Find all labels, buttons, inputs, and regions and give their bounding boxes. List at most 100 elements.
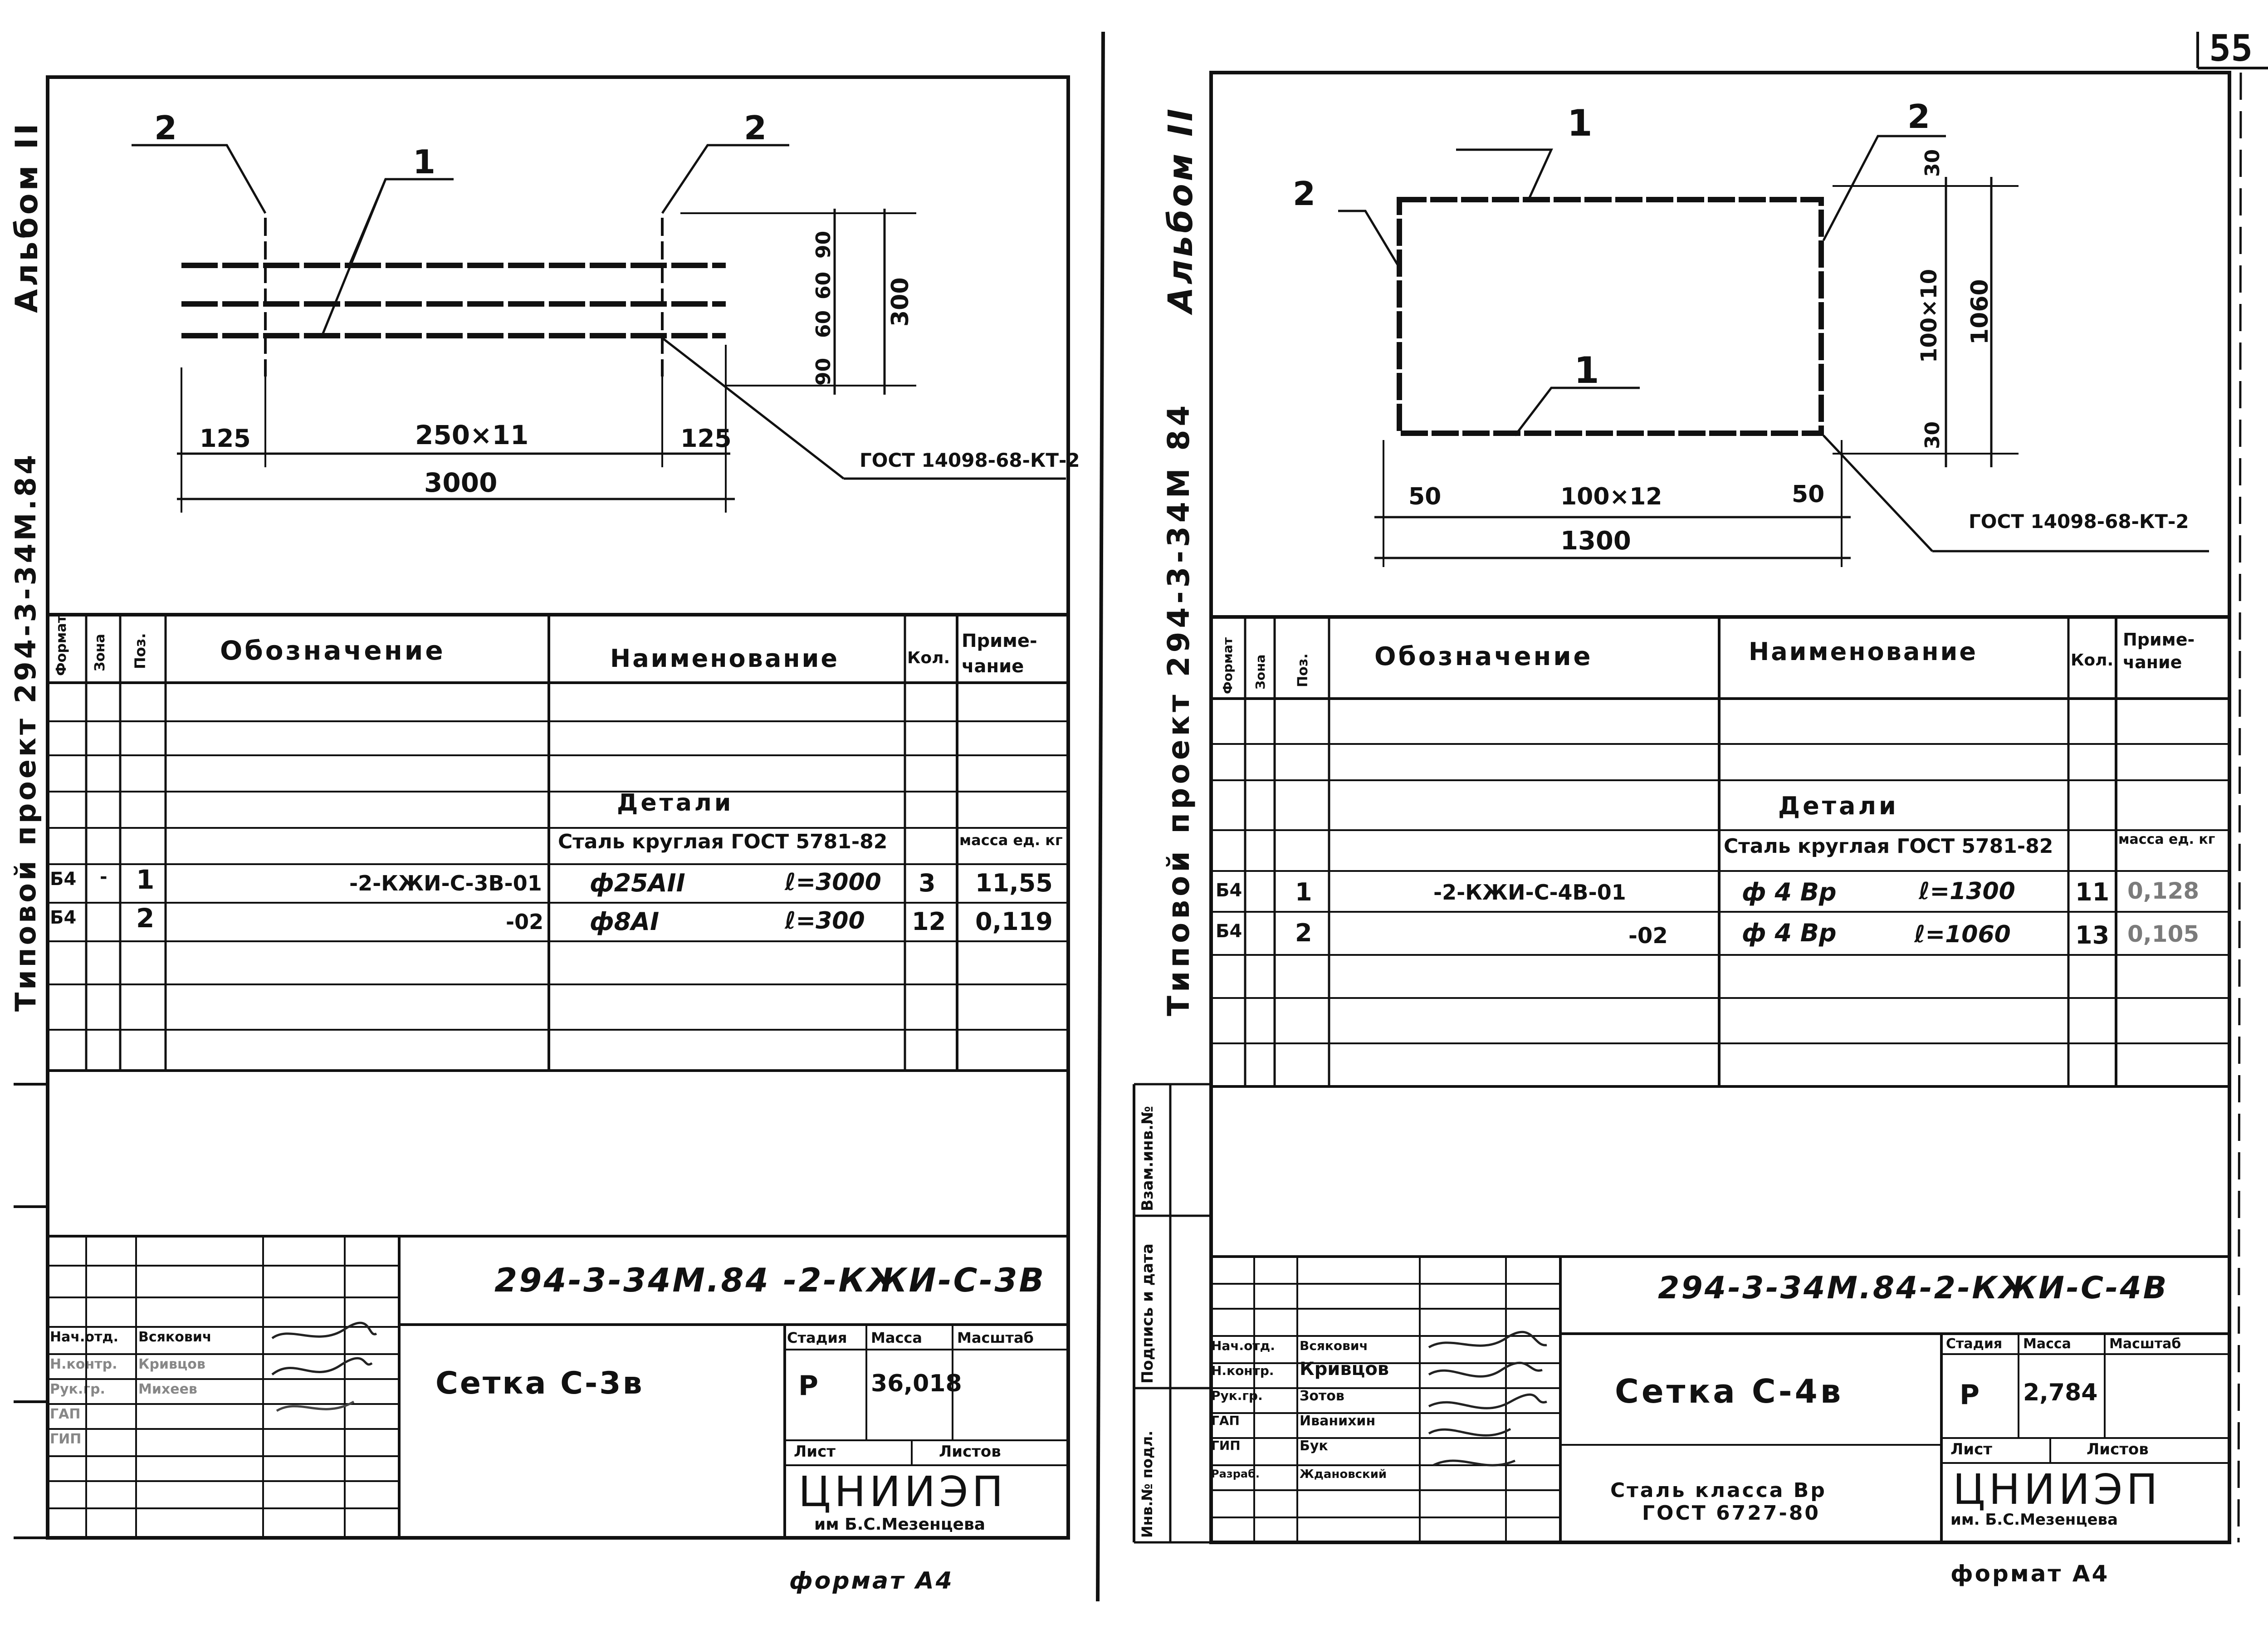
right-signatures [1428,1331,1547,1467]
right-drawing-code: 294-3-34М.84-2-КЖИ-С-4В [1658,1270,2169,1306]
right-row2-qty: 13 [2075,921,2110,949]
right-col-qty: Кол. [2071,651,2114,670]
right-section-details: Детали [1778,792,1899,820]
right-format: формат А4 [1950,1561,2110,1587]
left-role-5: ГИП [50,1431,82,1447]
left-name-2: Кривцов [138,1356,205,1372]
right-col-format: Формат [1220,637,1235,694]
left-mass-label: Масса [871,1329,922,1346]
left-sheets-label: Листов [939,1443,1001,1461]
left-row1-len: ℓ=3000 [785,869,881,896]
left-callout-2b: 2 [744,109,767,147]
left-callout-1: 1 [413,143,436,181]
left-role-3: Рук.гр. [50,1381,105,1397]
left-row1-name: ф25АII [590,869,685,897]
right-role-4: ГАП [1211,1413,1240,1428]
right-project-label: Типовой проект 294-3-34М 84 [1161,401,1196,1016]
left-dim-3000: 3000 [424,467,498,498]
left-drawing-code: 294-3-34М.84 -2-КЖИ-С-3В [494,1261,1046,1299]
left-dim-125b: 125 [680,424,732,453]
left-row2-fmt: Б4 [50,907,77,928]
left-name-3: Михеев [138,1381,197,1397]
right-row1-qty: 11 [2075,878,2110,906]
left-row2-des: -02 [506,910,544,934]
left-row1-qty: 3 [919,869,936,897]
right-dim-100x12: 100×12 [1560,483,1662,510]
left-stage: Р [798,1370,818,1402]
right-name-6: Ждановский [1300,1468,1387,1481]
left-row2-pos: 2 [136,903,155,934]
right-drawing-title: Сетка С-4в [1615,1372,1844,1410]
right-org: ЦНИИЭП [1953,1465,2161,1514]
right-col-pos: Поз. [1295,653,1311,687]
right-name-1: Всякович [1300,1338,1368,1353]
right-stage: Р [1960,1379,1980,1411]
right-row2-name: ф 4 Вр [1742,919,1837,947]
left-note-header: масса ед. кг [959,832,1063,849]
right-name-2: Кривцов [1300,1359,1389,1380]
left-mass: 36,018 [871,1370,962,1397]
right-callout-2b: 2 [1293,175,1316,213]
left-row1-des: -2-КЖИ-С-3В-01 [349,871,542,895]
right-name-3: Зотов [1300,1388,1344,1404]
right-dim-100x10: 100×10 [1916,269,1942,363]
left-drawing-title: Сетка С-3в [435,1365,644,1401]
right-role-3: Рук.гр. [1211,1388,1263,1403]
right-side-label-replace: Взам.инв.№ [1139,1106,1157,1211]
right-name-5: Бук [1300,1438,1328,1454]
left-sheet-label: Лист [794,1443,836,1461]
right-callout-2a: 2 [1907,98,1931,136]
right-row1-len: ℓ=1300 [1919,878,2015,905]
right-subtitle-1: Сталь класса Вр [1610,1479,1827,1502]
left-col-designation: Обозначение [220,635,445,666]
right-row2-note: 0,105 [2127,921,2200,947]
right-callout-1b: 1 [1574,349,1599,391]
left-org-sub: им Б.С.Мезенцева [814,1515,986,1534]
right-mass: 2,784 [2023,1379,2098,1406]
left-callout-2a: 2 [154,109,177,147]
right-role-5: ГИП [1211,1438,1241,1453]
right-org-sub: им. Б.С.Мезенцева [1950,1511,2118,1529]
right-row1-name: ф 4 Вр [1742,878,1837,906]
right-dim-50b: 50 [1792,481,1825,508]
left-dim-125a: 125 [200,424,251,453]
right-side-label-inv: Инв.№ подл. [1139,1430,1156,1538]
right-name-4: Иванихин [1300,1413,1376,1429]
right-row2-fmt: Б4 [1216,921,1242,942]
right-row1-note: 0,128 [2127,878,2200,904]
right-role-2: Н.контр. [1211,1363,1274,1378]
left-name-1: Всякович [138,1329,212,1345]
right-row2-len: ℓ=1060 [1914,921,2011,948]
left-row2-name: ф8АI [590,907,660,936]
right-stage-label: Стадия [1946,1336,2003,1352]
right-role-6: Разраб. [1211,1468,1260,1480]
left-sheet-graphics [14,75,1070,1540]
right-subtitle-2: ГОСТ 6727-80 [1642,1502,1821,1525]
left-gost: ГОСТ 14098-68-КТ-2 [860,449,1080,471]
left-row1-zone: - [100,866,108,887]
left-row2-note: 0,119 [975,907,1053,936]
right-mass-label: Масса [2023,1336,2071,1352]
left-signatures [271,1321,377,1412]
left-org: ЦНИИЭП [798,1468,1007,1516]
right-dim-30b: 30 [1921,421,1944,449]
right-row1-des: -2-КЖИ-С-4В-01 [1433,880,1626,905]
right-col-note: Приме-чание [2123,630,2195,672]
left-col-note: Приме-чание [962,631,1037,677]
left-row2-qty: 12 [912,907,946,936]
right-scale-label: Масштаб [2109,1336,2181,1352]
right-dim-1300: 1300 [1560,526,1631,556]
left-role-1: Нач.отд. [50,1329,118,1345]
left-row1-note: 11,55 [975,869,1053,897]
right-dim-1060: 1060 [1966,279,1994,345]
right-callout-1a: 1 [1567,102,1593,144]
right-col-name: Наименование [1749,637,1978,666]
right-col-zone: Зона [1253,654,1268,690]
right-col-designation: Обозначение [1374,642,1593,671]
left-role-4: ГАП [50,1406,81,1422]
right-dim-50a: 50 [1408,483,1442,510]
left-col-qty: Кол. [907,649,950,667]
right-side-label-signature: Подпись и дата [1139,1243,1157,1384]
